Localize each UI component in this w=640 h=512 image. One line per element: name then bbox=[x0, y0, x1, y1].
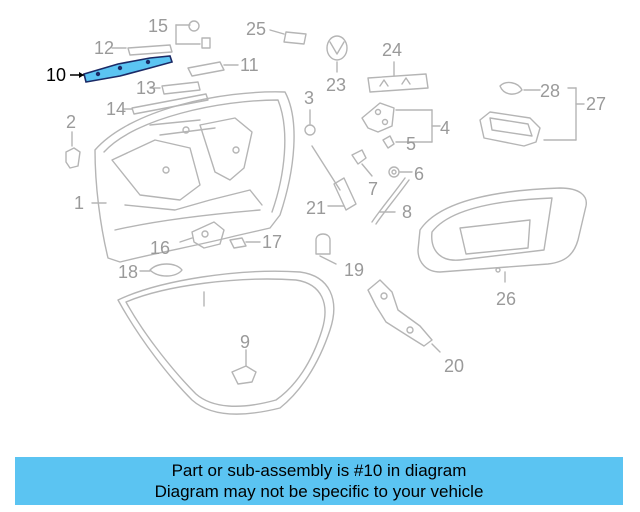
latch-assembly-part bbox=[139, 221, 261, 277]
highlighted-part-10[interactable] bbox=[70, 55, 174, 83]
callout-21: 21 bbox=[306, 198, 326, 218]
callout-25: 25 bbox=[246, 19, 266, 39]
callout-8: 8 bbox=[402, 202, 412, 222]
callout-27: 27 bbox=[586, 94, 606, 114]
callout-10[interactable]: 10 bbox=[46, 65, 66, 85]
callout-7: 7 bbox=[368, 179, 378, 199]
banner-line-1: Part or sub-assembly is #10 in diagram bbox=[171, 461, 467, 480]
callout-24: 24 bbox=[382, 40, 402, 60]
lock-cylinder-part bbox=[175, 20, 211, 49]
callout-5: 5 bbox=[406, 134, 416, 154]
trim-panel-part bbox=[417, 187, 587, 283]
banner-line-2: Diagram may not be specific to your vehi… bbox=[154, 482, 484, 501]
callout-28: 28 bbox=[540, 81, 560, 101]
retainer-clip-part bbox=[351, 149, 373, 177]
callout-9: 9 bbox=[240, 332, 250, 352]
callout-20: 20 bbox=[444, 356, 464, 376]
callout-18: 18 bbox=[118, 262, 138, 282]
light-assembly-part bbox=[479, 81, 585, 147]
callout-23: 23 bbox=[326, 75, 346, 95]
callout-1: 1 bbox=[74, 193, 84, 213]
callout-11: 11 bbox=[240, 55, 259, 75]
badge-part bbox=[269, 29, 307, 45]
callout-26: 26 bbox=[496, 289, 516, 309]
callout-16: 16 bbox=[150, 238, 170, 258]
hinge-part bbox=[367, 279, 441, 353]
bump-stop-part bbox=[65, 131, 81, 169]
actuator-part bbox=[315, 233, 337, 265]
gas-strut-part bbox=[311, 145, 357, 211]
info-banner: Part or sub-assembly is #10 in diagram D… bbox=[15, 457, 623, 505]
callout-13: 13 bbox=[136, 78, 156, 98]
clip-part bbox=[304, 109, 316, 136]
hinge-bracket-part bbox=[361, 102, 441, 149]
handle-trim-part bbox=[111, 44, 239, 115]
emblem-part bbox=[326, 35, 348, 73]
callout-19: 19 bbox=[344, 260, 364, 280]
callout-14: 14 bbox=[106, 99, 126, 119]
callout-3: 3 bbox=[304, 88, 314, 108]
callout-12: 12 bbox=[94, 38, 114, 58]
callout-2: 2 bbox=[66, 112, 76, 132]
grommet-part bbox=[388, 166, 413, 178]
nameplate-part bbox=[367, 61, 429, 93]
callout-4: 4 bbox=[440, 118, 450, 138]
callout-6: 6 bbox=[414, 164, 424, 184]
parts-diagram: 1234567891011121314151617181920212324252… bbox=[46, 16, 606, 415]
striker-part bbox=[231, 349, 257, 385]
trunk-lid-part bbox=[91, 91, 295, 263]
support-rod-part bbox=[371, 177, 410, 225]
callout-15: 15 bbox=[148, 16, 168, 36]
callout-17: 17 bbox=[262, 232, 282, 252]
weatherstrip-seal-part bbox=[117, 270, 335, 415]
